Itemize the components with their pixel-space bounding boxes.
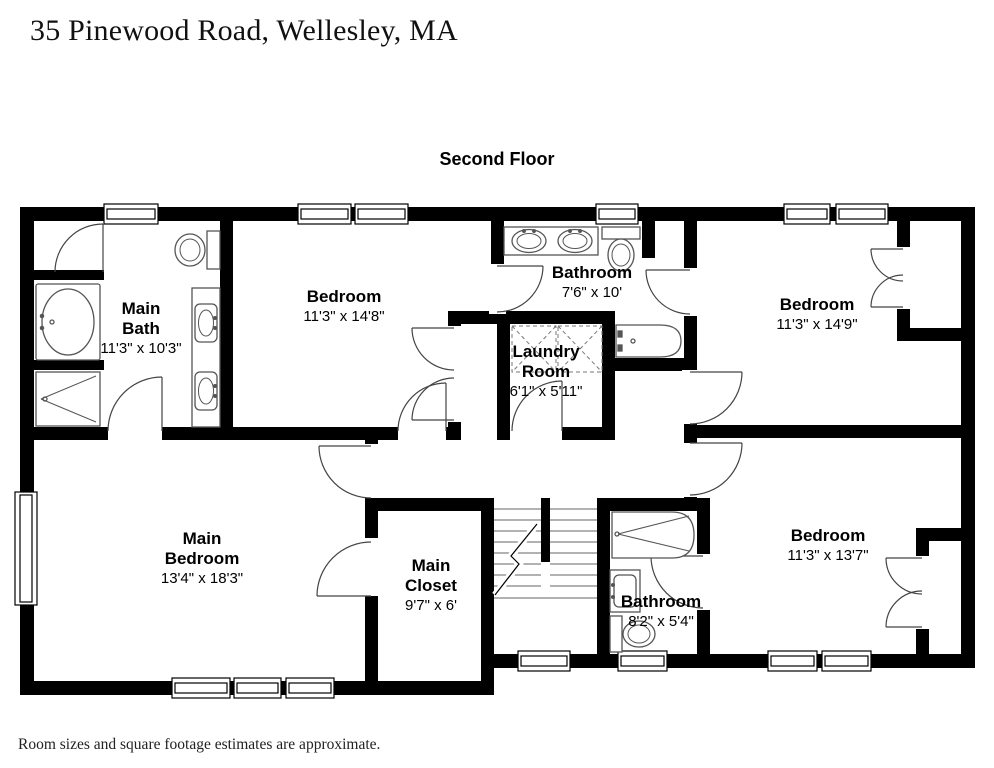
window-icon [517, 650, 571, 672]
floor-label: Second Floor [439, 149, 555, 169]
door-swing-icon [689, 442, 743, 496]
window-icon [233, 677, 282, 699]
stairs-icon [492, 508, 597, 599]
window-icon [767, 650, 818, 672]
door-swing-icon [316, 541, 372, 597]
vanity-sink-icon [503, 226, 599, 256]
window-icon [171, 677, 231, 699]
closet-bifold-door-icon [870, 274, 904, 308]
page-title: 35 Pinewood Road, Wellesley, MA [30, 14, 458, 47]
bathtub-icon [615, 324, 682, 358]
closet-bifold-door-icon [885, 557, 923, 595]
closet-bifold-door-icon [411, 377, 455, 421]
closet-bifold-door-icon [411, 327, 455, 371]
window-icon [354, 203, 409, 225]
toilet-icon [609, 615, 656, 653]
door-swing-icon [511, 380, 563, 432]
fixtures [35, 226, 695, 653]
shower-icon [35, 371, 101, 427]
window-icon [103, 203, 159, 225]
window-icon [617, 650, 668, 672]
door-swing-icon [318, 445, 372, 499]
window-icons [14, 203, 889, 699]
door-swing-icon [54, 223, 104, 273]
window-icon [821, 650, 872, 672]
disclaimer-text: Room sizes and square footage estimates … [18, 736, 381, 753]
window-icon [14, 491, 38, 606]
door-openings [108, 264, 712, 610]
door-swing-icon [397, 382, 447, 432]
toilet-icon [601, 226, 641, 272]
bathtub-icon [611, 511, 695, 559]
vanity-sink-icon [191, 287, 221, 428]
door-swing-icon [645, 269, 691, 315]
door-swing-icon [689, 371, 743, 425]
window-icon [595, 203, 639, 225]
window-icon [783, 203, 831, 225]
toilet-icon [174, 230, 221, 270]
window-icon [297, 203, 352, 225]
washer-dryer-icon [511, 325, 603, 373]
sink-icon [609, 569, 641, 613]
bathtub-icon [35, 283, 101, 361]
door-swing-icon [107, 376, 163, 432]
window-icon [285, 677, 335, 699]
door-swing-icon [496, 265, 544, 313]
window-icon [835, 203, 889, 225]
closet-bifold-door-icon [885, 590, 923, 628]
closet-bifold-door-icon [870, 248, 904, 282]
